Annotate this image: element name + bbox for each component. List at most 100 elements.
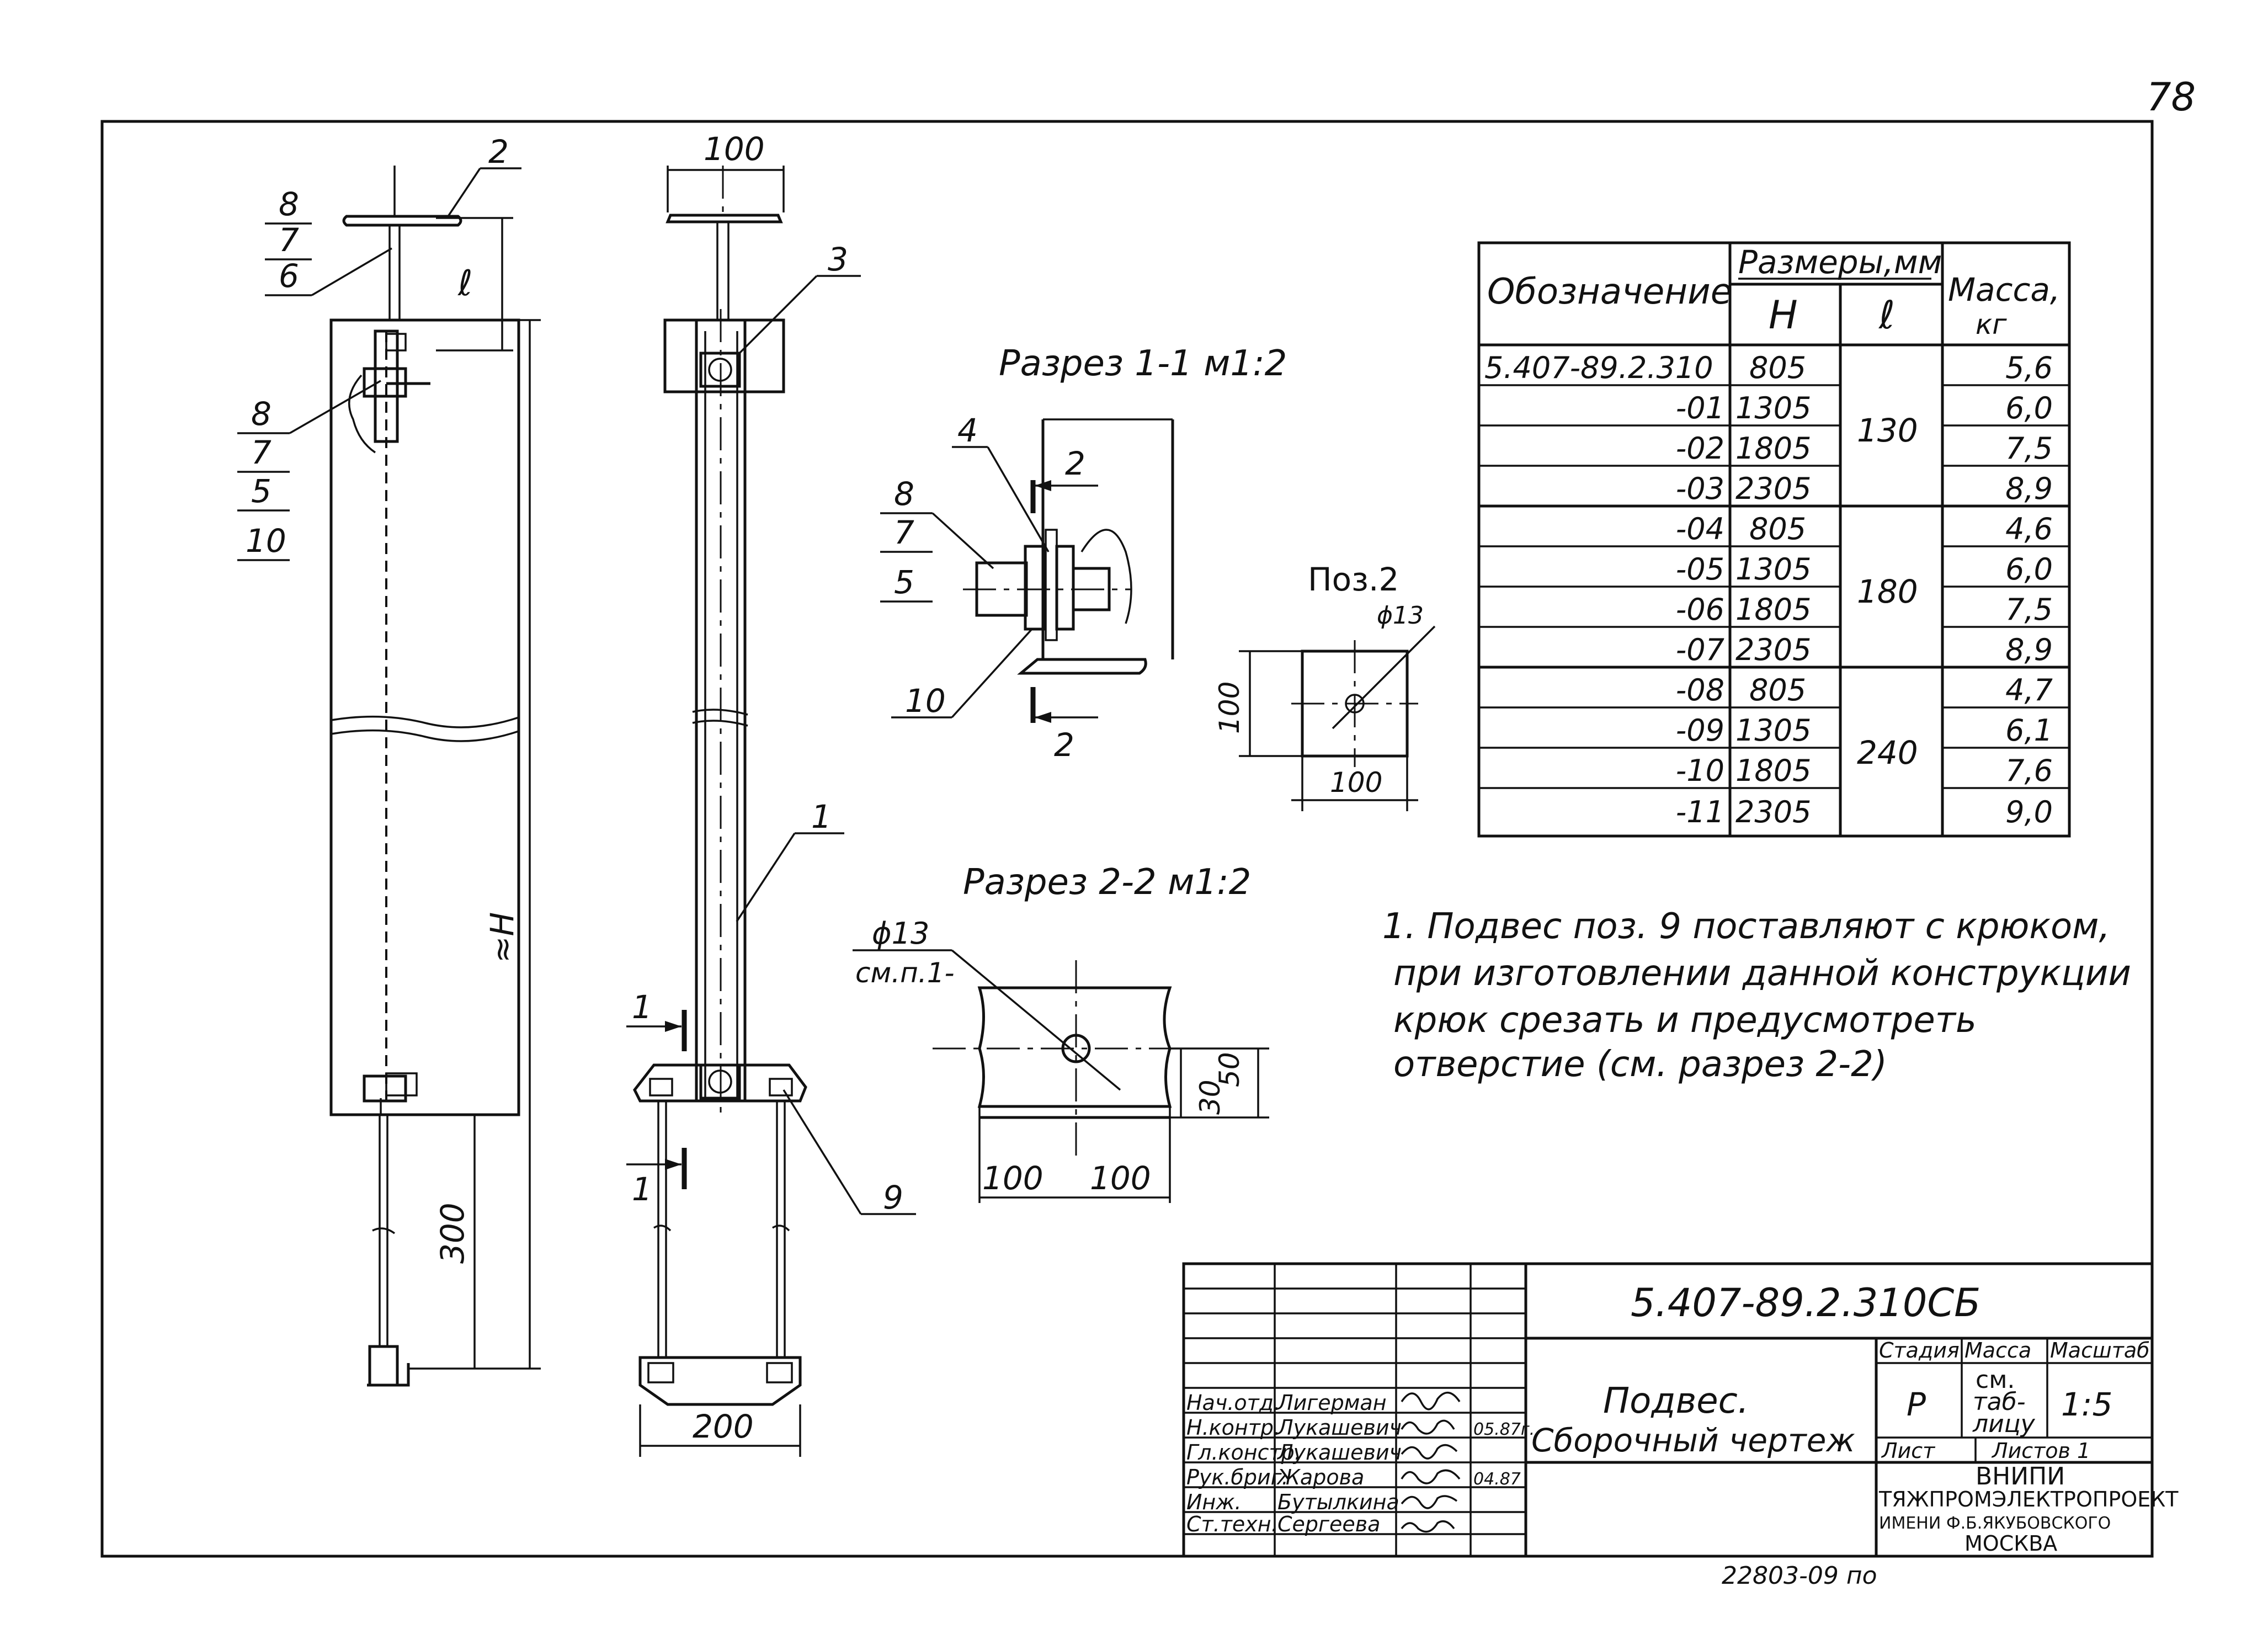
front-break-bottom: [331, 729, 519, 742]
row-designation: -01: [1676, 391, 1724, 425]
sec11-callout-10-leader: [951, 628, 1033, 718]
side-clamp-nut-right: [766, 1362, 793, 1383]
row-mass: 8,9: [2005, 632, 2053, 667]
row-designation: -06: [1676, 592, 1724, 627]
sec11-callout-leader: [931, 512, 994, 569]
side-dim-100-label: 100: [704, 130, 765, 168]
row-designation: -03: [1676, 471, 1724, 506]
tb-mass-label: Масса: [1964, 1338, 2031, 1362]
pos2-dim-h-label: 100: [1213, 682, 1245, 734]
signature-role: Н.контр.: [1186, 1415, 1280, 1440]
row-mass: 6,0: [2005, 552, 2053, 587]
sec11-cut-2b-label: 2: [1054, 726, 1074, 764]
row-designation: -08: [1676, 673, 1724, 707]
side-view: 100 20: [626, 130, 916, 1457]
sec11-callout-4: 4: [957, 412, 978, 449]
sec22-dim-100a: 100: [982, 1159, 1044, 1197]
side-bottom-nut: [699, 1063, 741, 1100]
signature-mark-2: [1401, 1419, 1455, 1435]
row-h: 1805: [1735, 592, 1811, 627]
table-row: 5.407-89.2.310 805 5,6: [1484, 350, 2053, 385]
row-mass: 4,6: [2005, 512, 2053, 546]
row-designation: -09: [1676, 713, 1724, 748]
tb-org-3: ИМЕНИ Ф.Б.ЯКУБОВСКОГО: [1879, 1514, 2111, 1533]
signature-role: Ст.техн.: [1186, 1512, 1278, 1536]
side-hanger-left-break: [653, 1225, 672, 1232]
front-hanger-angle: [367, 1363, 410, 1387]
spec-header-dims: Размеры,мм: [1738, 243, 1942, 281]
side-bottom-hole: [708, 1069, 732, 1094]
side-break-bottom: [692, 720, 748, 727]
sec11-bottom-angle: [1017, 658, 1147, 675]
drawing-frame: [100, 120, 2154, 1558]
table-row: -02 1805 7,5: [1676, 431, 2053, 466]
signature-date-2: 04.87: [1473, 1470, 1521, 1489]
row-designation: -02: [1676, 431, 1724, 466]
sec11-callout-4-leader: [987, 446, 1050, 552]
front-view: ℓ ≈H 300 2 8 7 6 8 7 5: [237, 133, 541, 1387]
sec11-callout-1: 8: [894, 475, 914, 513]
notes: 1. Подвес поз. 9 поставляют с крюком, пр…: [1382, 906, 2131, 1085]
front-tearout-upper: [348, 374, 376, 454]
row-h: 2305: [1735, 471, 1811, 506]
sec11-callout-10: 10: [905, 682, 946, 720]
signature-mark-6: [1401, 1520, 1455, 1533]
sec22-hole-note: см.п.1-: [855, 957, 955, 989]
row-designation: -04: [1676, 512, 1724, 546]
spec-header-h: H: [1769, 292, 1798, 338]
callout-9-label: 9: [883, 1179, 903, 1216]
callout-top-3: 6: [279, 257, 299, 295]
signature-row: Н.контр. Лукашевич 05.87г.: [1186, 1415, 1535, 1440]
table-row: -11 2305 9,0: [1676, 795, 2053, 829]
callout-mid-4: 10: [246, 522, 286, 560]
tb-org-2: ТЯЖПРОМЭЛЕКТРОПРОЕКТ: [1878, 1487, 2179, 1511]
row-h: 1305: [1735, 713, 1811, 748]
cut-1a-arrowhead: [665, 1021, 682, 1032]
row-mass: 9,0: [2005, 795, 2053, 829]
signature-mark-1: [1401, 1392, 1461, 1411]
side-bottom-nut-right: [769, 1078, 793, 1097]
row-mass: 7,5: [2005, 431, 2053, 466]
callout-3-leader: [738, 275, 818, 354]
callout-stack-mid: 8 7 5 10: [237, 380, 381, 561]
callout-top-leader: [311, 247, 392, 296]
row-designation: -07: [1676, 632, 1724, 667]
note-line-1: 1. Подвес поз. 9 поставляют с крюком,: [1382, 906, 2110, 947]
signature-mark-4: [1401, 1469, 1461, 1484]
callout-2-label: 2: [488, 133, 509, 171]
signature-row: Нач.отд. Лигерман: [1186, 1391, 1387, 1415]
sec11-callout-3: 5: [894, 563, 914, 601]
table-row: -08 805 4,7: [1676, 673, 2053, 707]
signature-name: Лигерман: [1276, 1391, 1387, 1415]
row-mass: 7,5: [2005, 592, 2053, 627]
callout-3-label: 3: [828, 241, 848, 278]
callout-9-leader: [782, 1089, 862, 1215]
callout-mid-2: 7: [251, 434, 271, 471]
tb-drawing-code: 5.407-89.2.310СБ: [1631, 1280, 1980, 1326]
row-mass: 6,1: [2005, 713, 2053, 748]
cut-1b-arrowhead: [665, 1159, 682, 1170]
front-lower-bracket: [385, 1072, 418, 1097]
row-designation: -05: [1676, 552, 1724, 587]
spec-header-mass: Масса,: [1948, 271, 2060, 308]
row-mass: 7,6: [2005, 753, 2053, 788]
sec11-washer-right: [1055, 545, 1075, 631]
row-h: 805: [1749, 350, 1806, 385]
front-upper-nut-top: [385, 333, 407, 352]
signature-marks: [1401, 1392, 1461, 1533]
section-2-2: Разрез 2-2 м1:2 ϕ13 см.п.1- 50 30 100 10…: [853, 862, 1269, 1203]
spec-l-group-1: 130: [1857, 412, 1918, 449]
signature-row: Гл.констр. Лукашевич: [1186, 1440, 1402, 1465]
spec-header-designation: Обозначение: [1487, 272, 1732, 312]
table-row: -05 1305 6,0: [1676, 552, 2053, 587]
callout-2-leader: [446, 168, 481, 219]
signature-row: Инж. Бутылкина: [1186, 1490, 1399, 1514]
sec22-hole-dia: ϕ13: [872, 916, 929, 951]
row-designation: -10: [1676, 753, 1724, 788]
page-number: 78: [2147, 74, 2196, 120]
tb-title-line-1: Подвес.: [1603, 1381, 1749, 1422]
footer-code: 22803-09 по: [1722, 1562, 1877, 1590]
side-top-cap: [663, 318, 785, 393]
cut-1b-label: 1: [632, 1170, 652, 1208]
